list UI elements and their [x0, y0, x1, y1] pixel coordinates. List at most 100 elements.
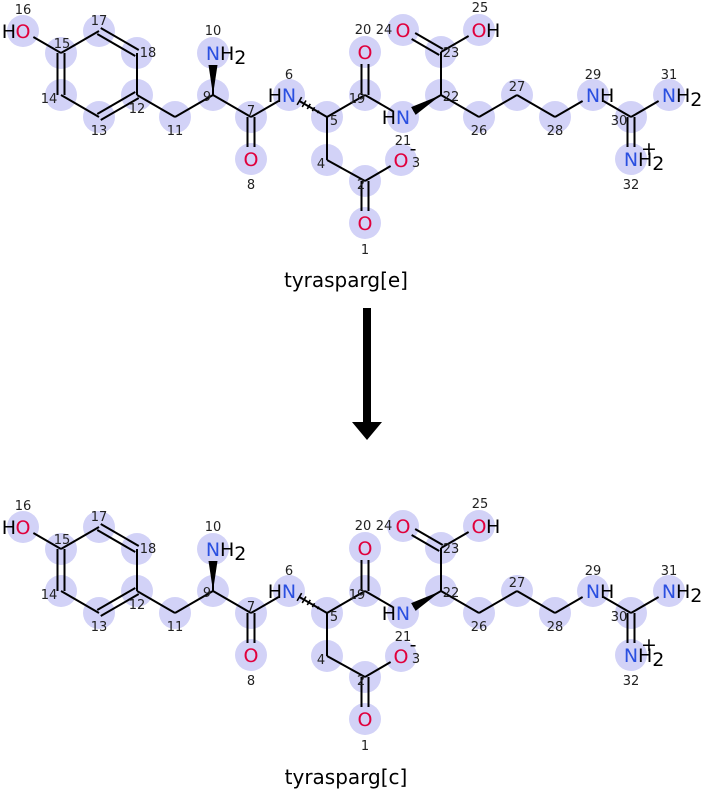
- charge-3: -: [410, 634, 417, 656]
- atom-number-4: 4: [317, 157, 325, 172]
- atom-highlight-20: [349, 532, 381, 564]
- svg-text:N: N: [586, 581, 600, 603]
- svg-text:H: H: [2, 517, 16, 539]
- bond-2-3: [364, 165, 392, 182]
- atom-number-30: 30: [611, 610, 628, 625]
- bond-7-9: [212, 94, 252, 118]
- svg-text:O: O: [396, 516, 411, 538]
- atom-number-4: 4: [317, 653, 325, 668]
- svg-text:N: N: [396, 107, 410, 129]
- bond-15-17: [60, 30, 100, 54]
- atom-number-3: 3: [412, 652, 420, 667]
- bond-29-30: [602, 596, 632, 614]
- atom-number-16: 16: [15, 499, 32, 514]
- bond-23-25: [440, 531, 470, 549]
- atom-number-10: 10: [205, 520, 222, 535]
- atom-number-3: 3: [412, 156, 420, 171]
- atom-number-5: 5: [330, 114, 338, 129]
- reactant-label: tyrasparg[e]: [284, 268, 408, 292]
- atom-number-18: 18: [140, 542, 157, 557]
- atom-number-8: 8: [247, 674, 255, 689]
- bond-7-8: [246, 613, 256, 643]
- bond-2-4: [326, 655, 366, 678]
- svg-text:H: H: [600, 581, 614, 603]
- atom-highlight-32: [615, 639, 647, 671]
- atom-highlight-16: [7, 15, 39, 47]
- atom-number-32: 32: [623, 178, 640, 193]
- atom-number-20: 20: [355, 23, 372, 38]
- atom-number-24: 24: [376, 23, 393, 38]
- svg-text:H: H: [486, 516, 500, 538]
- atom-label-8: O: [244, 645, 259, 667]
- bond-6-7: [250, 596, 280, 614]
- product-label: tyrasparg[c]: [285, 765, 408, 789]
- bond-30-31: [630, 596, 660, 614]
- atom-number-12: 12: [129, 598, 146, 613]
- atom-number-1: 1: [361, 739, 369, 754]
- svg-text:O: O: [244, 645, 259, 667]
- atom-label-24: O: [396, 516, 411, 538]
- atom-label-3: O-: [394, 634, 417, 668]
- atom-highlight-3: [385, 640, 417, 672]
- reaction-arrow: [352, 308, 382, 440]
- atom-highlight-3: [385, 144, 417, 176]
- bond-23-25: [440, 35, 470, 53]
- atom-number-29: 29: [585, 68, 602, 83]
- svg-text:H2: H2: [676, 581, 702, 607]
- svg-text:O: O: [358, 213, 373, 235]
- svg-text:O: O: [16, 21, 31, 43]
- bond-26-27: [478, 590, 518, 614]
- svg-text:H: H: [382, 107, 396, 129]
- atom-number-26: 26: [471, 124, 488, 139]
- svg-text:N: N: [624, 645, 638, 667]
- atom-number-25: 25: [472, 497, 489, 512]
- bond-17-18: [96, 523, 140, 553]
- bond-30-31: [630, 100, 660, 118]
- atom-number-14: 14: [41, 588, 58, 603]
- svg-text:O: O: [396, 20, 411, 42]
- bond-26-27: [478, 94, 518, 118]
- charge-32: +: [641, 634, 657, 656]
- svg-text:O: O: [472, 20, 487, 42]
- svg-text:O: O: [394, 150, 409, 172]
- svg-text:N: N: [624, 149, 638, 171]
- svg-text:N: N: [206, 43, 220, 65]
- bond-19-20: [360, 64, 370, 95]
- atom-number-25: 25: [472, 1, 489, 16]
- bond-12-13: [96, 587, 140, 617]
- atom-number-10: 10: [205, 24, 222, 39]
- bond-29-30: [602, 100, 632, 118]
- atom-number-23: 23: [443, 46, 460, 61]
- atom-highlight-10: [197, 533, 229, 565]
- atom-number-6: 6: [285, 68, 293, 83]
- atom-highlight-29: [577, 575, 609, 607]
- bond-27-28: [516, 590, 556, 614]
- svg-text:N: N: [206, 539, 220, 561]
- svg-text:H: H: [268, 85, 282, 107]
- atom-number-2: 2: [357, 674, 365, 689]
- atom-number-9: 9: [203, 586, 211, 601]
- atom-number-19: 19: [349, 588, 366, 603]
- atom-highlight-21: [387, 597, 419, 629]
- bond-23-24: [411, 528, 444, 552]
- atom-highlight-10: [197, 37, 229, 69]
- stereo-9-10: [208, 65, 218, 95]
- bond-30-32: [626, 613, 636, 643]
- atom-number-16: 16: [15, 3, 32, 18]
- atom-highlight-20: [349, 36, 381, 68]
- atom-number-19: 19: [349, 92, 366, 107]
- atom-number-11: 11: [167, 124, 184, 139]
- atom-number-14: 14: [41, 92, 58, 107]
- bond-11-12: [136, 94, 176, 118]
- bond-9-11: [174, 94, 214, 118]
- svg-text:O: O: [394, 646, 409, 668]
